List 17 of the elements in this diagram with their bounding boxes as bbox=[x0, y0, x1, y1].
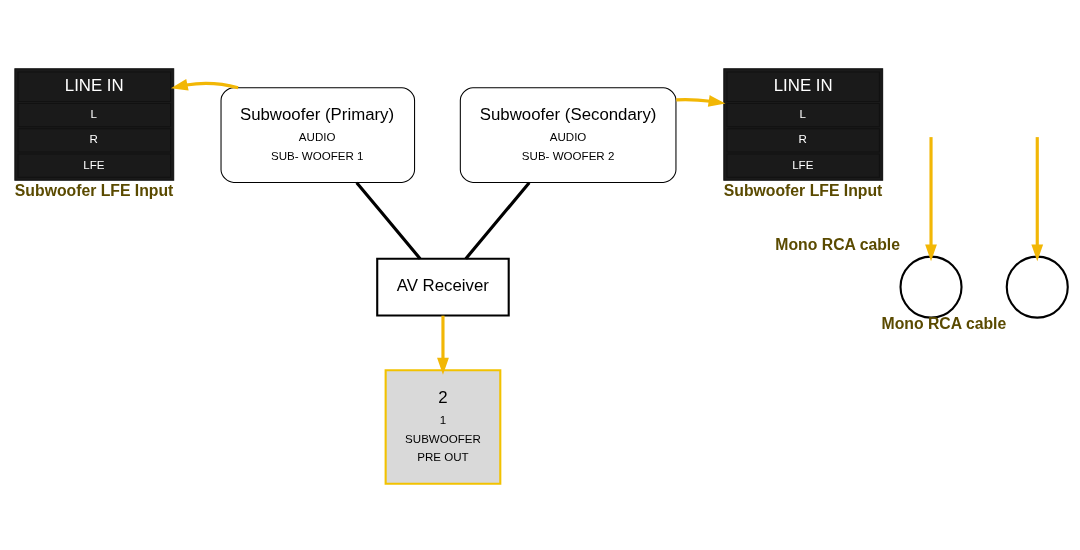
node-circle bbox=[899, 255, 963, 319]
node-label: Subwoofer LFE Input bbox=[723, 182, 883, 200]
connector bbox=[464, 181, 531, 260]
arrow bbox=[925, 137, 937, 262]
node-box: 2 1 SUBWOOFER PRE OUT bbox=[384, 369, 502, 485]
arrow bbox=[1031, 137, 1044, 262]
node-label: Mono RCA cable bbox=[881, 315, 1007, 333]
arrow bbox=[676, 95, 726, 107]
arrow bbox=[437, 315, 449, 375]
node-box: Subwoofer (Secondary) AUDIO SUB- WOOFER 2 bbox=[459, 87, 677, 183]
node-circle bbox=[1005, 255, 1069, 319]
node-label: Mono RCA cable bbox=[775, 236, 901, 254]
node-box: AV Receiver bbox=[376, 257, 510, 317]
arrow bbox=[170, 78, 239, 91]
connector bbox=[355, 181, 422, 260]
node-box: Subwoofer (Primary) AUDIO SUB- WOOFER 1 bbox=[220, 87, 416, 183]
node-label: Subwoofer LFE Input bbox=[14, 182, 174, 200]
